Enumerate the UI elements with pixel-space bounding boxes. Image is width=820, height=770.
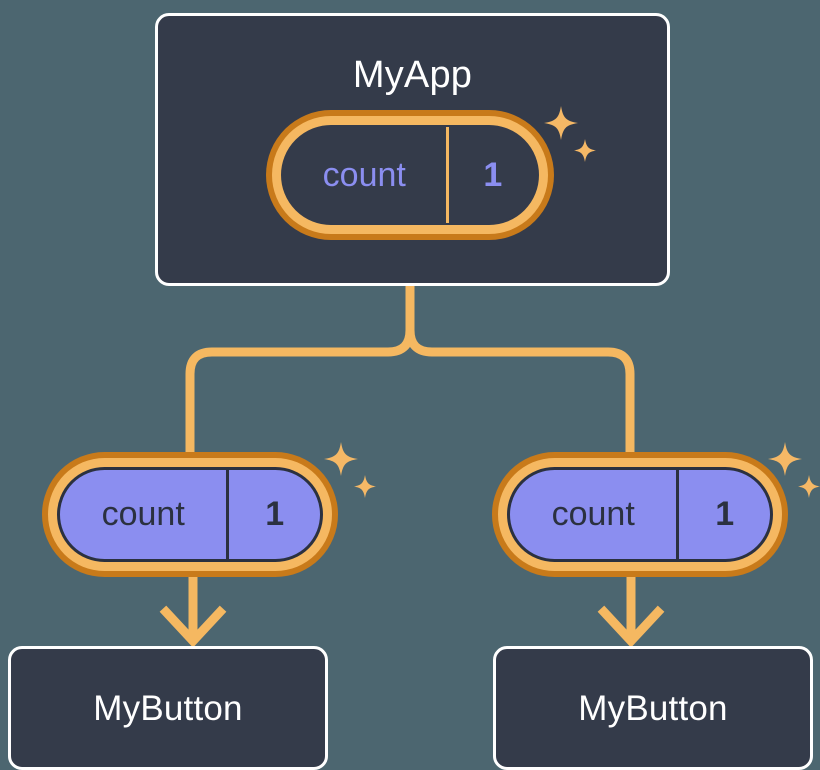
signal-capsule-right[interactable]: count 1 [492, 452, 788, 577]
arrow-right [597, 577, 665, 648]
component-box-mybutton-left[interactable]: MyButton [8, 646, 328, 770]
page-title: MyApp [352, 54, 473, 96]
signal-name: count [101, 495, 185, 533]
component-box-mybutton-right[interactable]: MyButton [493, 646, 813, 770]
signal-name: count [551, 495, 635, 533]
signal-capsule-left[interactable]: count 1 [42, 452, 338, 577]
capsule-body: count 1 [57, 467, 323, 562]
connector-branch-right [405, 325, 635, 525]
arrow-left [159, 577, 227, 648]
capsule-inner-ring: count 1 [48, 458, 332, 571]
capsule-body: count 1 [507, 467, 773, 562]
signal-value: 1 [445, 127, 537, 223]
signal-name: count [322, 155, 406, 194]
signal-value: 1 [226, 470, 320, 559]
capsule-body: count 1 [281, 125, 539, 225]
component-label: MyButton [578, 689, 728, 728]
signal-value: 1 [676, 470, 770, 559]
component-label: MyButton [93, 689, 243, 728]
signal-capsule-root[interactable]: count 1 [266, 110, 554, 240]
capsule-inner-ring: count 1 [272, 116, 548, 234]
capsule-inner-ring: count 1 [498, 458, 782, 571]
